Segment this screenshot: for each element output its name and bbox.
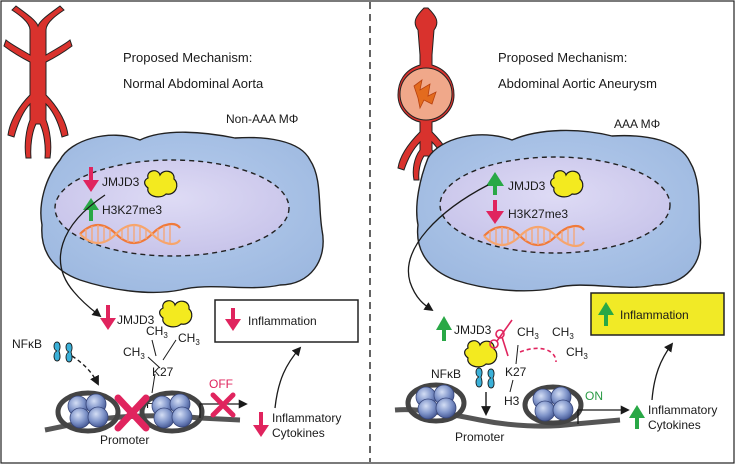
down-arrow-icon	[100, 305, 116, 330]
aaa-title-line2: Abdominal Aortic Aneurysm	[498, 76, 657, 91]
block-cross-icon	[114, 394, 150, 432]
ch3-label: CH3	[178, 331, 200, 347]
methyl-bonds	[147, 339, 177, 394]
nucleosome-icon	[55, 390, 121, 434]
panel-aaa: Proposed Mechanism: Abdominal Aortic Ane…	[394, 7, 725, 444]
normal-title-line2: Normal Abdominal Aorta	[123, 76, 264, 91]
transcription-arrow	[199, 399, 248, 418]
export-arrow	[407, 184, 489, 312]
ch3-label: CH3	[517, 325, 539, 341]
cytokines-line1: Inflammatory	[648, 403, 717, 417]
aorta-normal-icon	[3, 5, 73, 159]
ch3-label: CH3	[123, 345, 145, 361]
off-cross-icon	[210, 392, 236, 418]
methyl-bond	[515, 344, 519, 365]
nfkb-arrow	[71, 355, 99, 386]
demethylation-dashed-bond	[519, 347, 557, 363]
nfkb-label: NFκB	[12, 337, 42, 351]
jmjd3-enzyme-icon	[159, 300, 193, 328]
up-arrow-icon	[598, 302, 614, 326]
down-arrow-icon	[486, 200, 504, 224]
jmjd3-enzyme-icon	[550, 170, 584, 198]
cytokine-to-inflammation-arrow	[274, 346, 302, 409]
nucleus	[439, 156, 671, 254]
nucleosome-icon	[405, 382, 467, 424]
cytokines-line2: Cytokines	[648, 418, 701, 432]
k27-label: K27	[505, 365, 527, 379]
nucleus-h3k27me3-label: H3K27me3	[102, 203, 162, 217]
cytokine-to-inflammation-arrow	[651, 342, 674, 401]
h3-label: H3	[504, 394, 520, 408]
up-arrow-icon	[486, 172, 504, 195]
transcription-arrow	[577, 405, 630, 424]
nfkb-icon	[53, 341, 73, 363]
inflammation-label: Inflammation	[620, 308, 689, 322]
normal-title-line1: Proposed Mechanism:	[123, 50, 252, 65]
inflammation-label: Inflammation	[248, 314, 317, 328]
up-arrow-icon	[629, 405, 645, 429]
on-label: ON	[585, 389, 603, 403]
aaa-cell-label: AAA MΦ	[614, 117, 660, 131]
nucleus-h3k27me3-label: H3K27me3	[508, 207, 568, 221]
jmjd3-enzyme-icon	[144, 170, 178, 198]
ch3-label: CH3	[146, 324, 168, 340]
nfkb-label: NFκB	[431, 367, 461, 381]
up-arrow-icon	[436, 316, 452, 341]
scissors-icon	[489, 319, 513, 357]
down-arrow-icon	[253, 412, 269, 437]
panel-normal: Proposed Mechanism: Normal Abdominal Aor…	[3, 5, 359, 447]
cytokines-line1: Inflammatory	[272, 411, 341, 425]
promoter-label: Promoter	[455, 430, 504, 444]
nucleosome-icon	[522, 384, 584, 426]
nucleus-jmjd3-label: JMJD3	[102, 175, 140, 189]
aorta-aneurysm-icon	[397, 7, 455, 181]
nfkb-icon	[475, 367, 495, 389]
ch3-label: CH3	[566, 345, 588, 361]
methyl-bond	[509, 379, 514, 393]
nucleus-jmjd3-label: JMJD3	[508, 179, 546, 193]
down-arrow-icon	[225, 308, 241, 331]
k27-label: K27	[152, 365, 174, 379]
off-label: OFF	[209, 377, 233, 391]
up-arrow-icon	[83, 198, 99, 221]
promoter-label: Promoter	[100, 433, 149, 447]
cyto-jmjd3-label: JMJD3	[117, 313, 155, 327]
nucleosome-icon	[139, 390, 205, 434]
jmjd3-enzyme-icon	[464, 340, 498, 368]
down-arrow-icon	[83, 167, 99, 192]
export-arrow	[59, 194, 106, 318]
cyto-jmjd3-label: JMJD3	[454, 323, 492, 337]
normal-cell-label: Non-AAA MΦ	[226, 112, 298, 126]
cytokines-line2: Cytokines	[272, 426, 325, 440]
ch3-label: CH3	[552, 325, 574, 341]
aaa-title-line1: Proposed Mechanism:	[498, 50, 627, 65]
